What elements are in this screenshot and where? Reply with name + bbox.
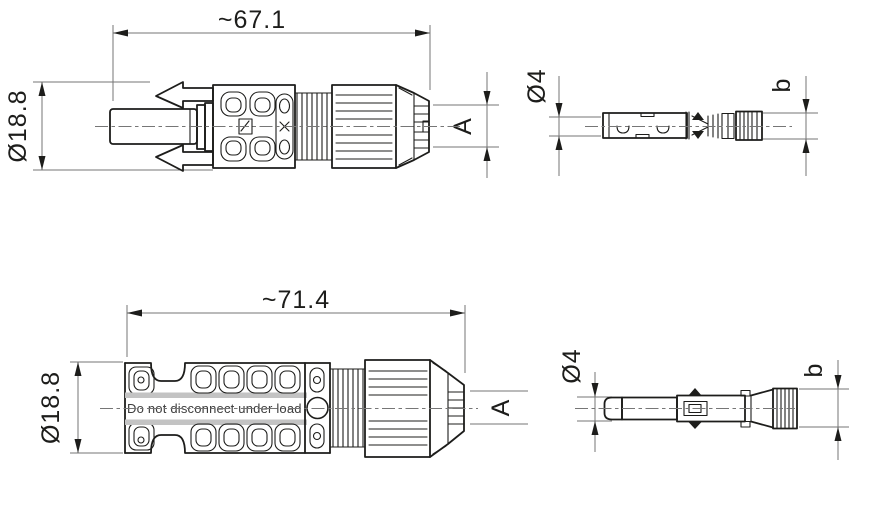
pin-tip — [603, 396, 623, 421]
spring-crown — [691, 112, 709, 139]
contact-socket-body — [602, 110, 763, 141]
dim-crimp-diameter-pin: b — [799, 360, 849, 460]
dim-crimp-diameter-socket: b — [763, 76, 818, 176]
dim-nut-flats-plug: A — [470, 390, 528, 425]
drawing-coupler-socket: ~67.1 Ø18.8 A — [4, 6, 499, 178]
crimp-diameter-label: b — [800, 363, 828, 378]
dim-contact-diameter-pin: Ø4 — [558, 348, 612, 452]
dim-length-plug: ~71.4 — [126, 286, 466, 373]
drawing-contact-socket: Ø4 b — [523, 68, 818, 176]
grip-cutouts — [220, 91, 276, 162]
length-dimension-label: ~67.1 — [218, 6, 286, 34]
grip-cutouts — [190, 365, 301, 452]
contact-diameter-label: Ø4 — [523, 68, 551, 103]
contact-diameter-label: Ø4 — [558, 348, 586, 383]
dim-diameter-plug: Ø18.8 — [37, 361, 123, 454]
nut-flats-dimension-label: A — [487, 399, 515, 417]
dim-diameter-socket: Ø18.8 — [4, 81, 213, 171]
latch-arm-top — [155, 81, 214, 109]
dim-contact-diameter-socket: Ø4 — [523, 68, 601, 176]
drawing-coupler-plug: ~71.4 Ø18.8 A — [37, 286, 528, 458]
dim-nut-flats-socket: A — [433, 72, 499, 178]
nut-flats-dimension-label: A — [449, 117, 477, 135]
crimp-barrel — [735, 110, 763, 141]
diameter-dimension-label: Ø18.8 — [37, 371, 65, 444]
latch-arm-bottom — [155, 144, 214, 172]
locating-notch — [616, 125, 630, 134]
crimp-diameter-label: b — [768, 78, 796, 93]
length-dimension-label: ~71.4 — [262, 286, 330, 314]
locating-notch — [656, 125, 670, 134]
diameter-dimension-label: Ø18.8 — [4, 89, 32, 162]
do-not-disconnect-marking: Do not disconnect under load — [127, 401, 302, 416]
drawing-contact-pin: Ø4 b — [558, 348, 849, 460]
dim-length-socket: ~67.1 — [112, 6, 431, 101]
